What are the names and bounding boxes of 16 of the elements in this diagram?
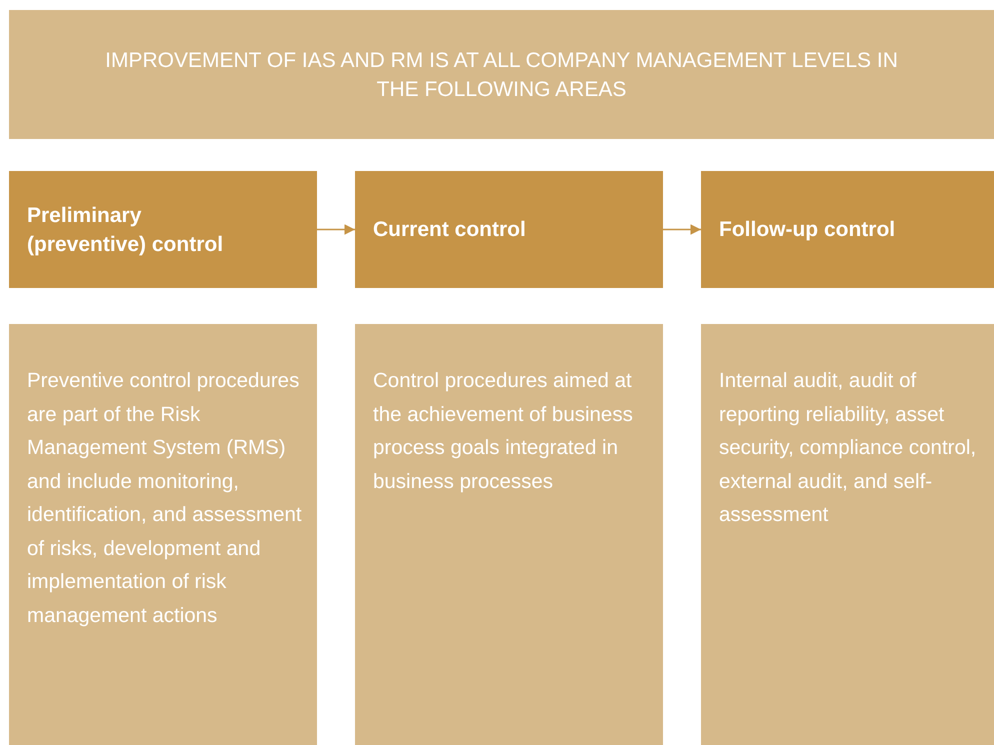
arrow [317, 224, 355, 235]
stage-title: Preliminary (preventive) control [27, 202, 224, 258]
description-box [9, 324, 317, 745]
stage-header-box [355, 171, 663, 288]
banner-box [9, 10, 994, 139]
description-text: Preventive control procedures are part of the Risk Management System (RMS) and include monitoring, identification, and assessment of risks, development and implementation of risk management actions [27, 369, 302, 626]
stage-header-box [701, 171, 994, 288]
stage-title: Current control [373, 217, 526, 243]
description-text: Control procedures aimed at the achievement of business process goals integrated in business processes [373, 369, 633, 492]
stage-header-box [9, 171, 317, 288]
description-box [701, 324, 994, 745]
stage-title: Follow-up control [719, 217, 896, 243]
arrow [663, 224, 701, 235]
description-box [355, 324, 663, 745]
description-text: Internal audit, audit of reporting reliability, asset security, compliance control, external audit, and self-assessment [719, 369, 976, 526]
banner-text: IMPROVEMENT OF IAS AND RM IS AT ALL COMPANY MANAGEMENT LEVELS IN THE FOLLOWING AREAS [104, 48, 899, 102]
